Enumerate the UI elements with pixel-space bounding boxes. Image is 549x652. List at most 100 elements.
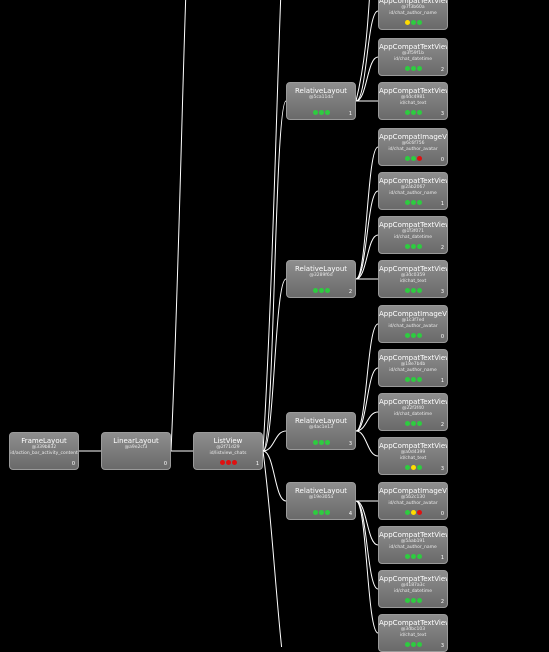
node-resource-id: id/chat_datetime — [393, 57, 433, 62]
node-class-name: AppCompatImageView — [379, 133, 447, 141]
red-status-dot-icon — [416, 510, 422, 515]
green-status-dot-icon — [416, 288, 422, 293]
node-hash: @3289f6d — [309, 273, 333, 278]
node-resource-id: id/action_bar_activity_content — [10, 451, 78, 456]
node-class-name: AppCompatTextView — [379, 398, 448, 406]
node-child-index: 2 — [440, 245, 444, 251]
node-child-index: 2 — [440, 67, 444, 73]
node-class-name: AppCompatTextView — [379, 221, 448, 229]
node-hash: @1f3f071 — [402, 229, 424, 234]
node-child-index: 3 — [440, 643, 444, 649]
node-child-index: 1 — [440, 201, 444, 207]
node-child-index: 0 — [440, 157, 444, 163]
status-lights — [379, 554, 447, 560]
status-lights — [287, 440, 355, 446]
wire-relative-layout-2-to-tv-2-1 — [355, 190, 379, 280]
image-view-node[interactable]: AppCompatImageView@5b2c130id/chat_author… — [378, 482, 448, 520]
green-status-dot-icon — [410, 642, 416, 647]
node-class-name: ListView — [213, 437, 243, 445]
node-hash: @7f3b60a — [401, 5, 425, 10]
image-view-node[interactable]: AppCompatImageView@1c3f7edid/chat_author… — [378, 305, 448, 343]
green-status-dot-icon — [416, 244, 422, 249]
status-lights — [379, 333, 447, 339]
green-status-dot-icon — [404, 377, 410, 382]
node-child-index: 0 — [440, 511, 444, 517]
node-hash: @339b832 — [31, 445, 57, 450]
green-status-dot-icon — [416, 200, 422, 205]
green-status-dot-icon — [318, 110, 324, 115]
wire-list-view-to-relative-layout-2 — [262, 278, 287, 452]
node-hash: @4dc4981 — [400, 95, 426, 100]
node-hash: @19e305a — [308, 495, 334, 500]
node-child-index: 2 — [440, 599, 444, 605]
green-status-dot-icon — [324, 288, 330, 293]
green-status-dot-icon — [416, 110, 422, 115]
node-hash: @2ab2067 — [400, 185, 426, 190]
green-status-dot-icon — [410, 66, 416, 71]
node-resource-id: id/chat_author_name — [389, 191, 437, 196]
yellow-status-dot-icon — [410, 465, 416, 470]
status-lights — [379, 510, 447, 516]
green-status-dot-icon — [404, 244, 410, 249]
wire-relative-layout-2-to-tv-2-2 — [355, 234, 379, 280]
wire-relative-layout-2-to-iv-2-0 — [355, 146, 379, 280]
node-resource-id: id/chat_datetime — [393, 412, 433, 417]
node-hash: @2f71d29 — [216, 445, 240, 450]
green-status-dot-icon — [404, 200, 410, 205]
green-status-dot-icon — [312, 288, 318, 293]
status-lights — [287, 510, 355, 516]
green-status-dot-icon — [416, 465, 422, 470]
green-status-dot-icon — [404, 510, 410, 515]
node-hash: @6c6f756 — [401, 141, 425, 146]
node-child-index: 2 — [440, 422, 444, 428]
node-class-name: AppCompatImageView — [379, 487, 447, 495]
node-class-name: AppCompatImageView — [379, 310, 447, 318]
node-resource-id: id/chat_text — [399, 456, 427, 461]
status-lights — [379, 244, 447, 250]
yellow-status-dot-icon — [404, 20, 410, 25]
node-hash: @a0d4399 — [400, 450, 426, 455]
node-hash: @3dc0359 — [400, 273, 426, 278]
node-resource-id: id/chat_author_name — [389, 11, 437, 16]
green-status-dot-icon — [410, 244, 416, 249]
image-view-node[interactable]: AppCompatImageView@6c6f756id/chat_author… — [378, 128, 448, 166]
node-hash: @3f59f1b — [402, 51, 424, 56]
node-child-index: 0 — [71, 461, 75, 467]
node-child-index: 3 — [348, 441, 352, 447]
node-resource-id: id/chat_author_avatar — [388, 501, 438, 506]
node-child-index: 2 — [348, 289, 352, 295]
node-class-name: RelativeLayout — [294, 87, 348, 95]
green-status-dot-icon — [312, 510, 318, 515]
green-status-dot-icon — [312, 440, 318, 445]
status-lights — [379, 200, 447, 206]
green-status-dot-icon — [404, 554, 410, 559]
node-resource-id: id/chat_author_avatar — [388, 147, 438, 152]
green-status-dot-icon — [410, 200, 416, 205]
wire-offscreen-top — [262, 0, 282, 452]
node-child-index: 0 — [440, 334, 444, 340]
node-child-index: 0 — [163, 461, 167, 467]
wire-relative-layout-4-to-tv-4-3 — [355, 500, 379, 634]
green-status-dot-icon — [318, 288, 324, 293]
green-status-dot-icon — [318, 440, 324, 445]
